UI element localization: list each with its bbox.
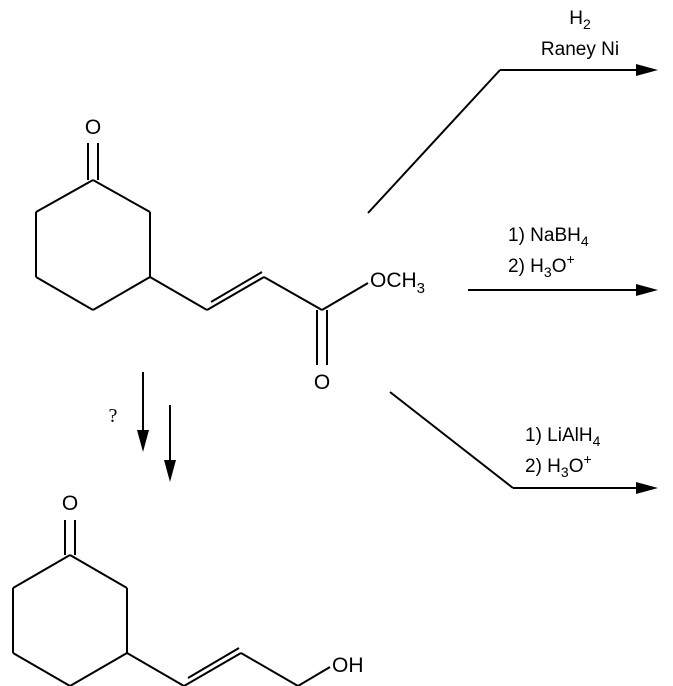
sm-cyclohexanone-ring: [35, 179, 151, 311]
multistep-arrow: [137, 372, 176, 482]
reaction-arrow-3: [389, 391, 658, 494]
reagent-2-line-1: 1) NaBH4: [508, 225, 589, 249]
sm-ester-alkoxy: OCH3: [370, 269, 425, 297]
reagent-2-line-2: 2) H3O+: [508, 251, 575, 280]
starting-material: O OCH3 O: [35, 116, 425, 394]
reagent-1-line-1: H2: [569, 8, 591, 32]
product-cyclohexanone-ring: [12, 554, 128, 686]
reagent-3-line-1: 1) LiAlH4: [525, 425, 601, 449]
sm-side-chain: [149, 271, 369, 365]
reagent-3-line-2: 2) H3O+: [525, 451, 592, 480]
product-ketone-oxygen: O: [62, 492, 78, 515]
product-hydroxyl: OH: [332, 654, 364, 677]
sm-ketone-double-bond: [87, 143, 99, 180]
reaction-arrow-2: [468, 284, 658, 296]
multistep-question-mark: ?: [109, 405, 118, 427]
reagent-1-line-2: Raney Ni: [541, 39, 619, 60]
product-ketone-double-bond: [64, 520, 76, 555]
product-side-chain: [126, 647, 331, 686]
reaction-arrow-1: [367, 64, 658, 214]
sm-ketone-oxygen: O: [85, 116, 101, 139]
target-product: O OH: [12, 492, 364, 686]
sm-ester-carbonyl-oxygen: O: [314, 371, 330, 394]
